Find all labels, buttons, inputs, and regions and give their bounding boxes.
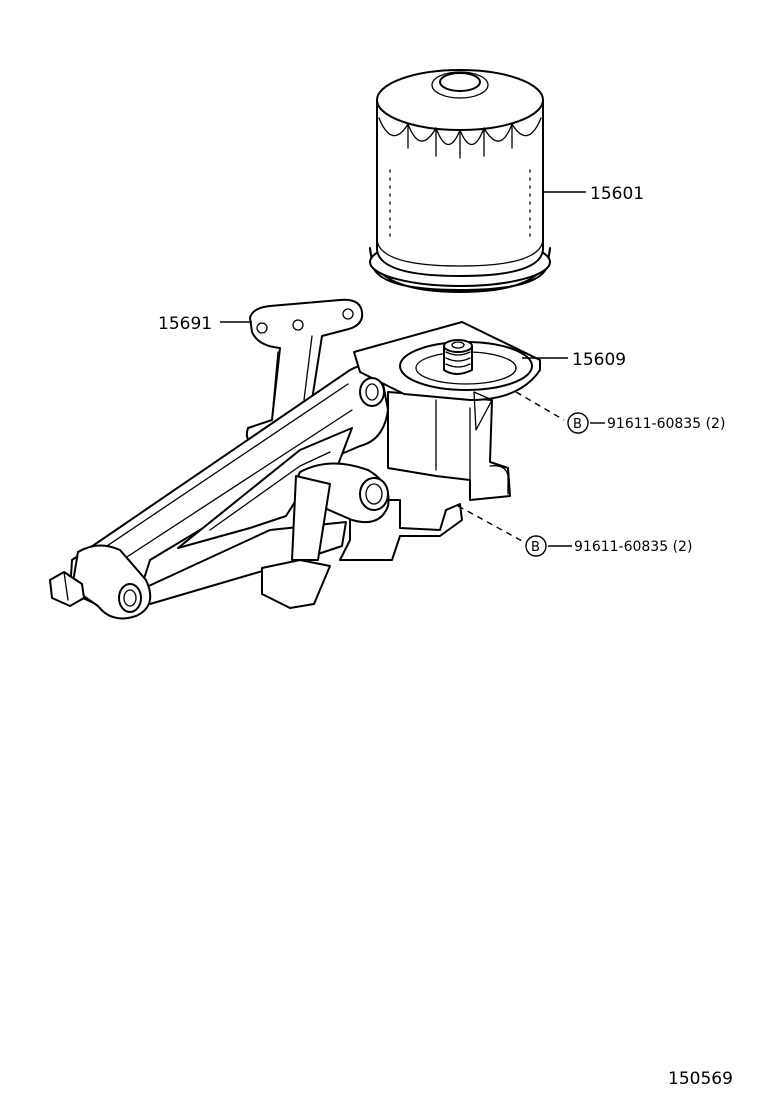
bolt-marker-lower: B [525, 535, 547, 557]
callout-bolt-upper: 91611-60835 (2) [607, 416, 725, 432]
arm-bracket [49, 364, 389, 620]
bolt-marker-letter: B [573, 417, 582, 432]
bolt-leaders [457, 391, 565, 543]
callout-15601: 15601 [590, 184, 644, 204]
callout-15691: 15691 [158, 314, 212, 334]
bolt-marker-upper: B [567, 412, 589, 434]
callout-bolt-lower: 91611-60835 (2) [574, 539, 692, 555]
bracket-plate [245, 298, 364, 445]
callout-leaders [220, 191, 605, 547]
figure-number: 150569 [668, 1069, 733, 1089]
filter-bracket [261, 321, 541, 609]
callout-15609: 15609 [572, 350, 626, 370]
oil-filter [369, 69, 551, 293]
bolt-marker-letter: B [531, 540, 540, 555]
